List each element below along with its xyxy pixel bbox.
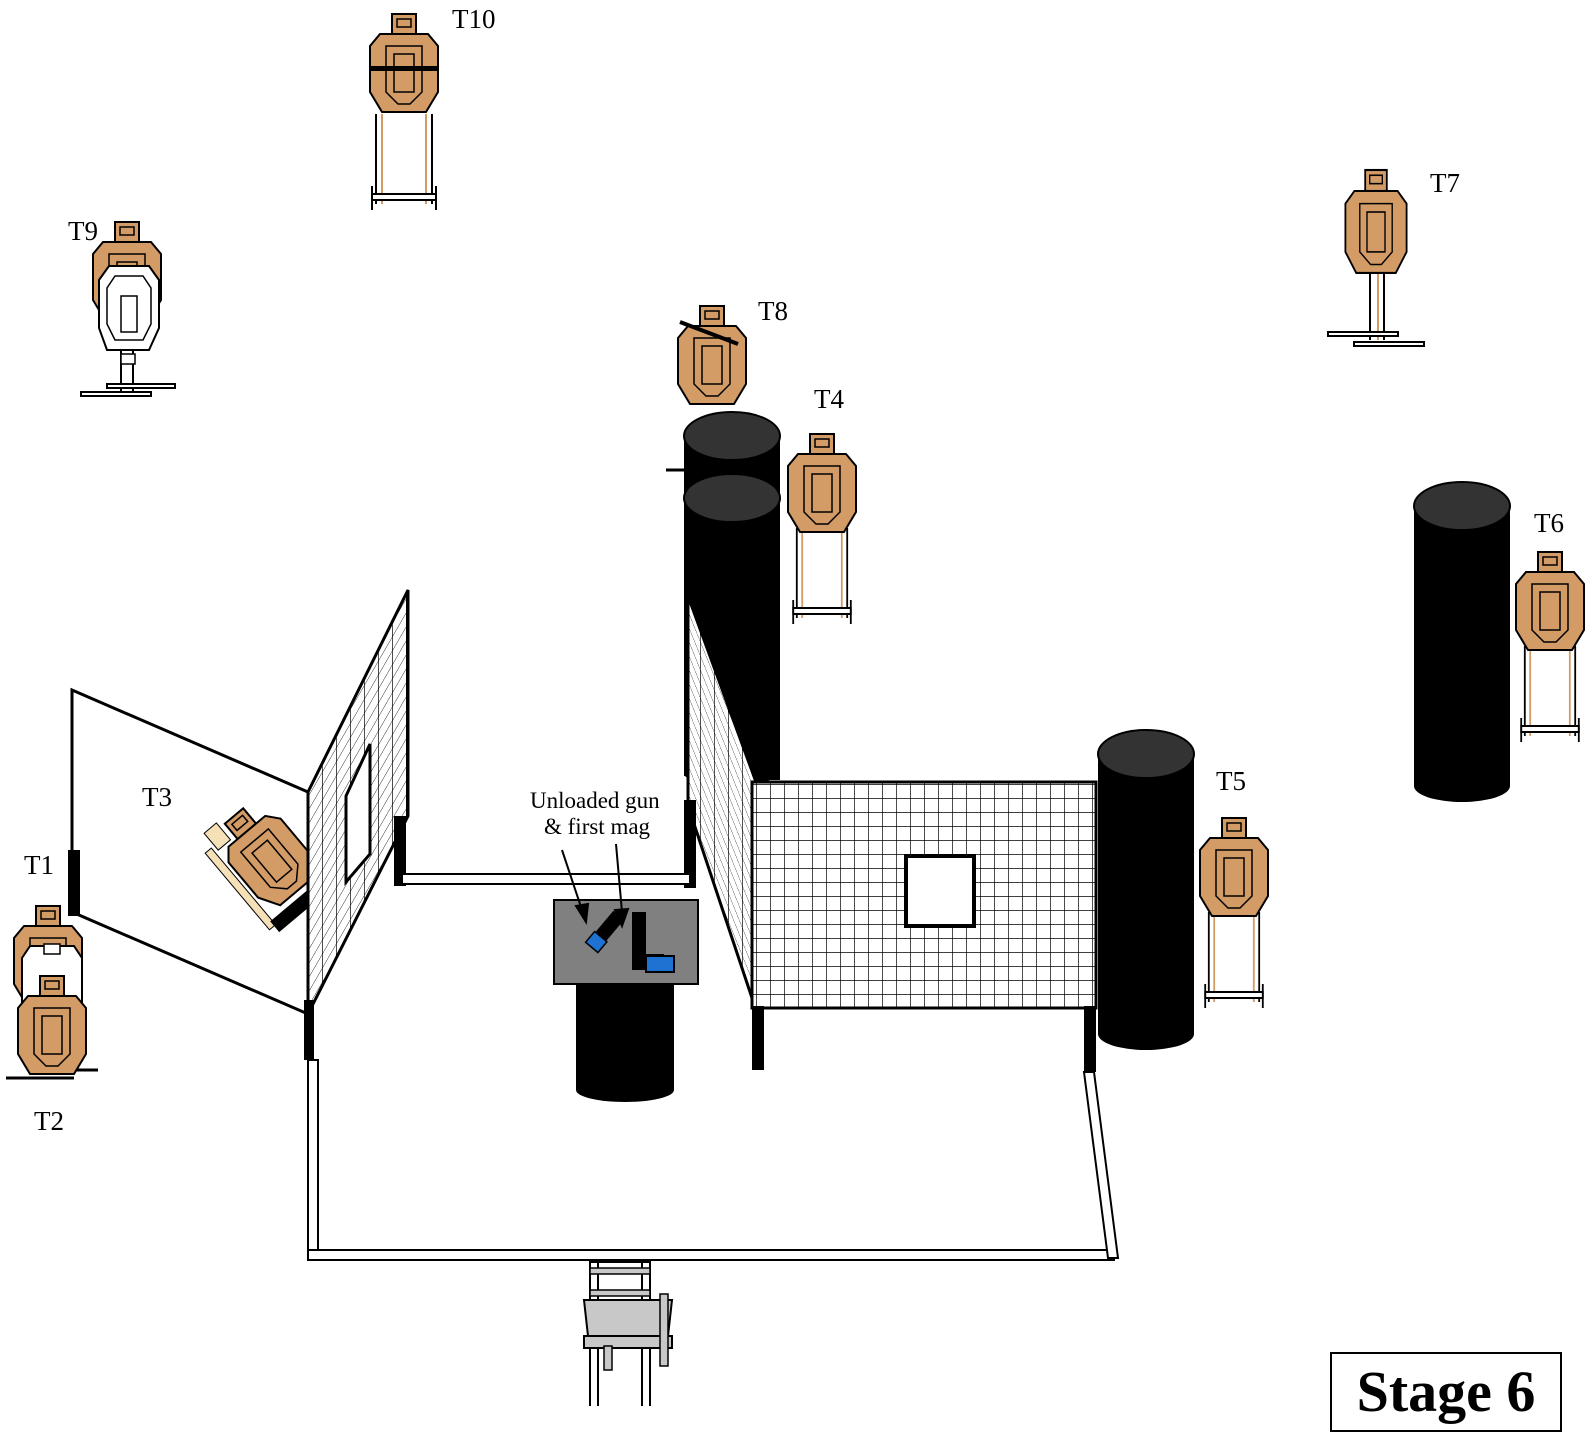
mesh-wall-right-icon [750, 780, 1098, 1072]
note-line-1: Unloaded gun [530, 788, 660, 813]
label-t5: T5 [1216, 766, 1246, 796]
hard-cover-wall-left [68, 687, 310, 1017]
gun-icon [632, 912, 675, 973]
label-t6: T6 [1534, 508, 1564, 538]
barrel-t5-icon [1097, 729, 1195, 1050]
target-t10-icon [369, 13, 439, 211]
label-t8: T8 [758, 296, 788, 326]
target-t7-icon [1327, 168, 1425, 347]
label-t3: T3 [142, 782, 172, 812]
target-t5-icon [1199, 817, 1269, 1009]
barrel-t6-icon [1413, 481, 1511, 802]
note-arrows [561, 843, 630, 929]
target-t9-icon [80, 221, 176, 397]
shooting-area-boundary [307, 873, 1120, 1261]
stage-title: Stage 6 [1356, 1359, 1536, 1424]
label-t10: T10 [452, 4, 496, 34]
mesh-wall-left-icon [304, 589, 410, 1060]
target-t4-icon [787, 433, 857, 625]
mesh-wall-center-icon [684, 560, 780, 1011]
label-t4: T4 [814, 384, 844, 414]
label-t2: T2 [34, 1106, 64, 1136]
magazine-icon [584, 910, 625, 954]
label-t1: T1 [24, 850, 54, 880]
target-t6-icon [1515, 551, 1585, 743]
table-icon [553, 899, 699, 1102]
chair-icon [582, 1261, 674, 1406]
target-t2-icon [6, 975, 98, 1080]
stage-title-box: Stage 6 [1330, 1352, 1562, 1432]
label-t7: T7 [1430, 168, 1460, 198]
note-line-2: & first mag [544, 814, 651, 839]
label-t9: T9 [68, 216, 98, 246]
